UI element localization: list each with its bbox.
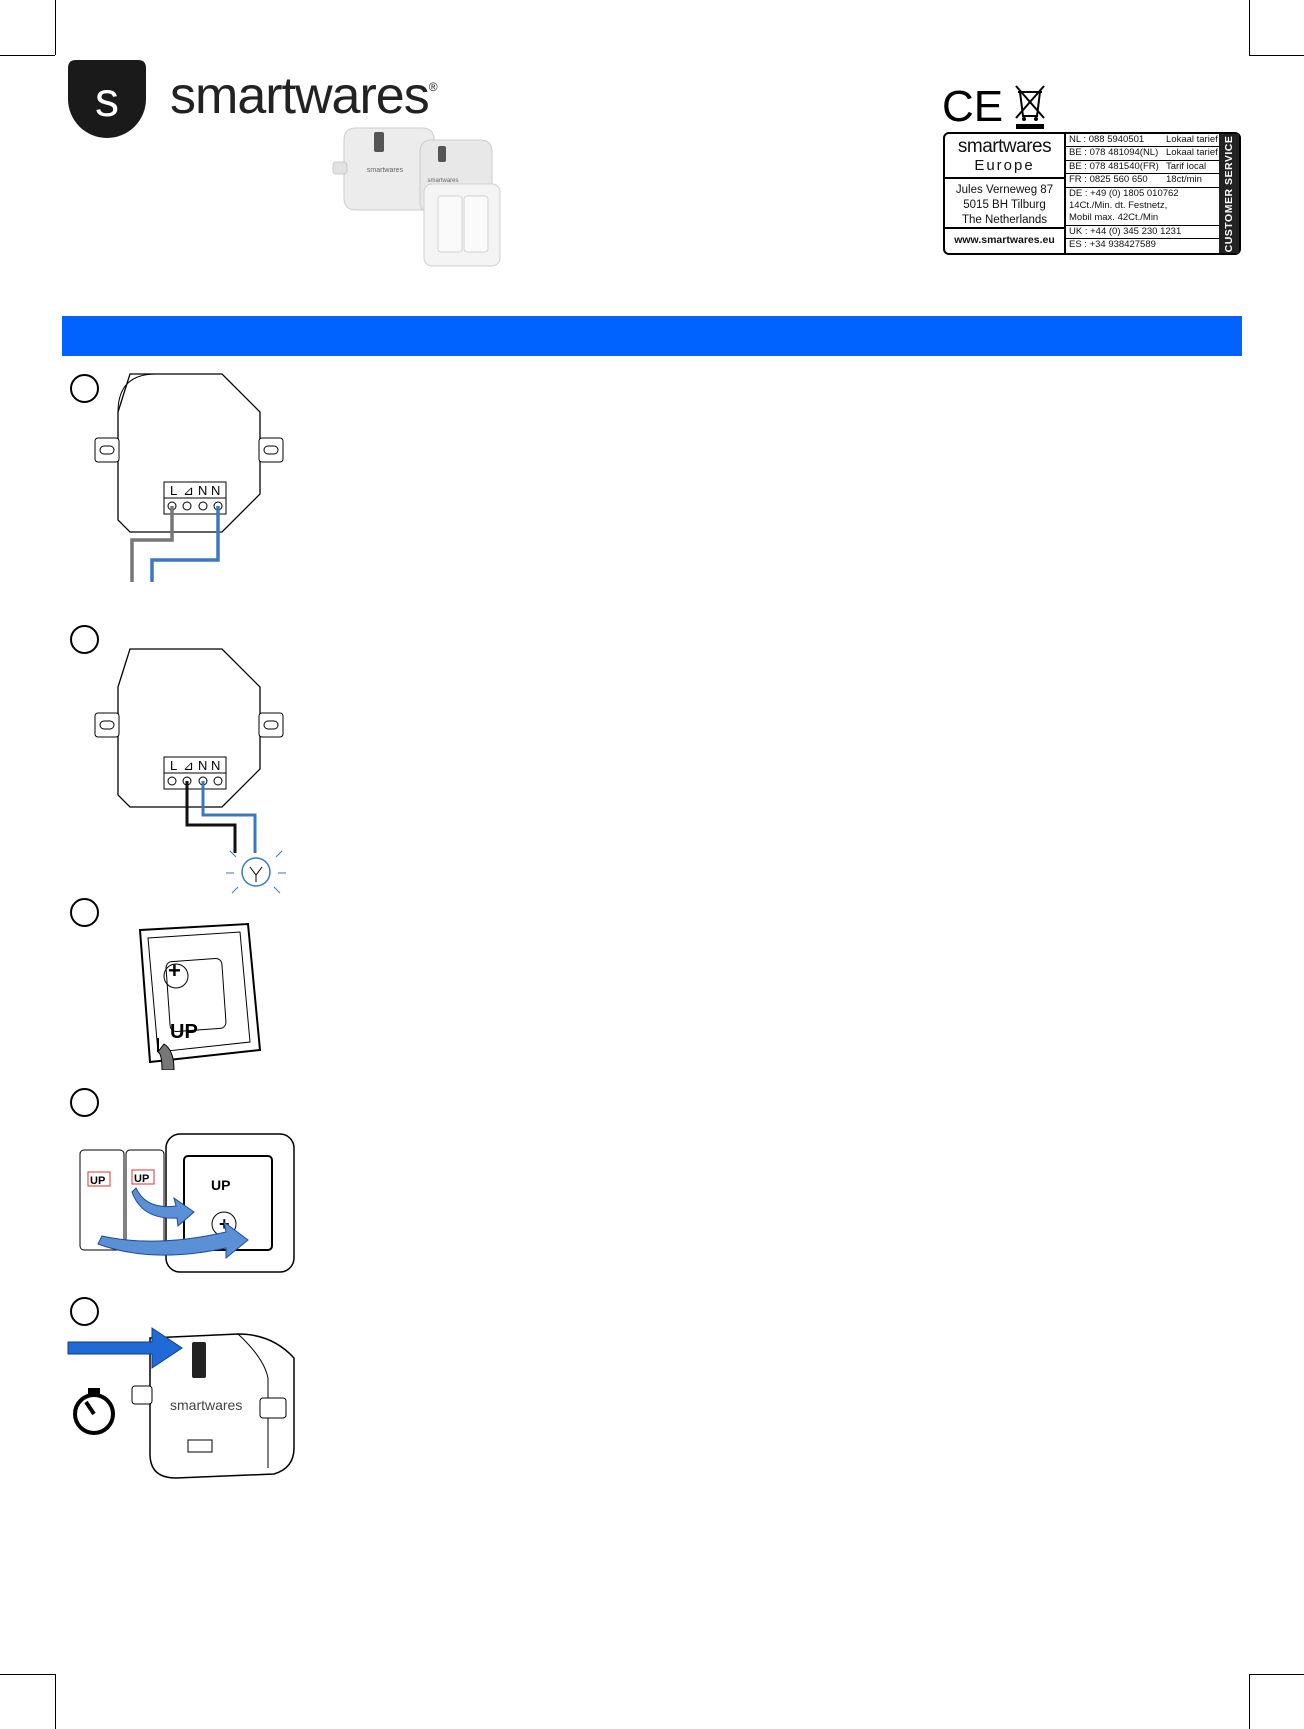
terminal-label-l: L [170, 483, 177, 498]
figure-lamp-wiring: L ⊿ N N [94, 648, 286, 894]
up-label: UP [170, 1021, 198, 1043]
ce-mark-icon: CE [942, 85, 1002, 127]
figure-pairing-button: smartwares [67, 1327, 295, 1479]
service-brand-region: Europe [974, 157, 1035, 174]
phone-row: BE : 078 481094(NL)Lokaal tarief [1066, 147, 1221, 161]
crop-mark-top-right [1249, 55, 1304, 56]
crop-mark-top-left [0, 55, 55, 56]
section-header-bar [62, 316, 1242, 356]
step-marker-1 [70, 374, 99, 403]
customer-service-box: smartwares Europe Jules Verneweg 87 5015… [943, 132, 1241, 255]
step-marker-5 [70, 1297, 99, 1326]
brand-name-text: smartwares [170, 67, 430, 125]
figure-switch-cover: UP + UP UP [79, 1133, 295, 1273]
step-marker-2 [70, 625, 99, 654]
service-website: www.smartwares.eu [954, 234, 1055, 246]
step-marker-3 [70, 898, 99, 927]
lamp-icon [241, 857, 271, 887]
phone-row: BE : 078 481540(FR)Tarif local [1066, 161, 1221, 175]
plus-label: + [168, 958, 181, 983]
figure-mounting-plate: + UP [138, 922, 262, 1070]
phone-row: 14Ct./Min. dt. Festnetz, [1069, 199, 1168, 211]
device-brand-label: smartwares [170, 1397, 242, 1413]
terminal-label-load: ⊿ [183, 483, 194, 498]
crop-mark-top-right-v [1249, 0, 1250, 55]
address-line: Jules Verneweg 87 [955, 184, 1054, 196]
service-brand-cell: smartwares Europe [945, 134, 1064, 179]
service-brand-name: smartwares [957, 136, 1052, 157]
address-line: The Netherlands [961, 214, 1048, 226]
step-marker-4 [70, 1088, 99, 1117]
terminal-label-n2: N [211, 758, 220, 773]
product-back-label: smartwares [427, 178, 458, 184]
crop-mark-bottom-left [0, 1674, 55, 1675]
terminal-label-n2: N [211, 483, 220, 498]
figure-power-wiring: L ⊿ N N [94, 373, 284, 582]
terminal-label-n: N [198, 483, 207, 498]
weee-bin-icon [1015, 85, 1045, 129]
phone-row: ES : +34 938427589 [1069, 239, 1156, 251]
ce-text: CE [942, 85, 1002, 127]
service-address: Jules Verneweg 87 5015 BH Tilburg The Ne… [945, 179, 1064, 229]
product-image: smartwares smartwares [332, 127, 501, 267]
crop-mark-bottom-right-v [1249, 1674, 1250, 1729]
crop-mark-top-left-v [55, 0, 56, 55]
customer-service-left: smartwares Europe Jules Verneweg 87 5015… [945, 134, 1066, 253]
crop-mark-bottom-right [1249, 1674, 1304, 1675]
up-label-cover-1: UP [90, 1175, 105, 1187]
terminal-label-n: N [198, 758, 207, 773]
logo-letter: s [95, 74, 119, 127]
crop-mark-bottom-left-v [55, 1674, 56, 1729]
terminal-label-l: L [170, 758, 177, 773]
registered-mark: ® [428, 80, 438, 94]
phone-row: UK : +44 (0) 345 230 1231 [1066, 226, 1221, 240]
up-label-plate: UP [211, 1177, 230, 1193]
phone-row: Mobil max. 42Ct./Min [1066, 212, 1221, 226]
brand-logo-icon: s [68, 60, 146, 138]
terminal-label-load: ⊿ [183, 758, 194, 773]
up-label-cover-2: UP [134, 1173, 149, 1185]
customer-service-side-label: CUSTOMER SERVICE [1219, 134, 1239, 253]
product-front-label: smartwares [367, 167, 404, 174]
address-line: 5015 BH Tilburg [963, 199, 1046, 211]
phone-row: DE : +49 (0) 1805 010762 [1069, 187, 1179, 199]
brand-name: smartwares® [170, 66, 438, 126]
